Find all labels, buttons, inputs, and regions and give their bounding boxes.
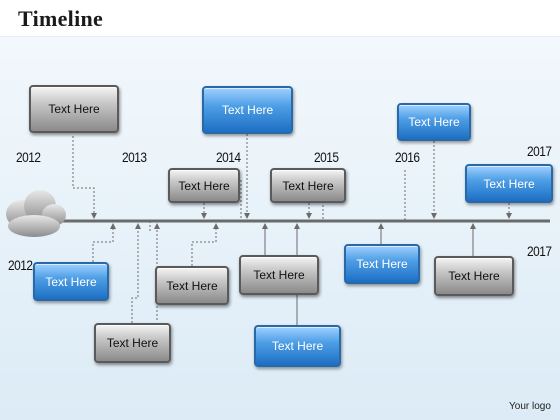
connector-arrow xyxy=(72,136,97,219)
connector-arrow xyxy=(191,223,219,266)
timeline-text-box: Text Here xyxy=(155,266,229,305)
timeline-text-box: Text Here xyxy=(202,86,293,134)
connector-arrow xyxy=(92,223,116,262)
timeline-text-box: Text Here xyxy=(239,255,319,295)
year-label: 2014 xyxy=(216,149,241,165)
year-label: 2016 xyxy=(395,149,420,165)
timeline-text-box: Text Here xyxy=(434,256,514,296)
year-label: 2017 xyxy=(527,143,552,159)
connector-arrow xyxy=(131,223,141,323)
cloud-icon xyxy=(6,190,66,237)
year-label: 2017 xyxy=(527,243,552,259)
page-title: Timeline xyxy=(18,6,104,31)
year-label: 2013 xyxy=(122,149,147,165)
logo-text: Your logo xyxy=(509,401,551,412)
year-label: 2015 xyxy=(314,149,339,165)
title-divider xyxy=(0,36,560,37)
year-label: 2012 xyxy=(8,257,33,273)
timeline-text-box: Text Here xyxy=(465,164,553,203)
timeline-text-box: Text Here xyxy=(254,325,341,367)
timeline-text-box: Text Here xyxy=(344,244,420,284)
timeline-text-box: Text Here xyxy=(397,103,471,141)
year-label: 2012 xyxy=(16,149,41,165)
timeline-text-box: Text Here xyxy=(29,85,119,133)
timeline-text-box: Text Here xyxy=(94,323,171,363)
timeline-text-box: Text Here xyxy=(168,168,240,203)
timeline-text-box: Text Here xyxy=(33,262,109,301)
timeline-text-box: Text Here xyxy=(270,168,346,203)
